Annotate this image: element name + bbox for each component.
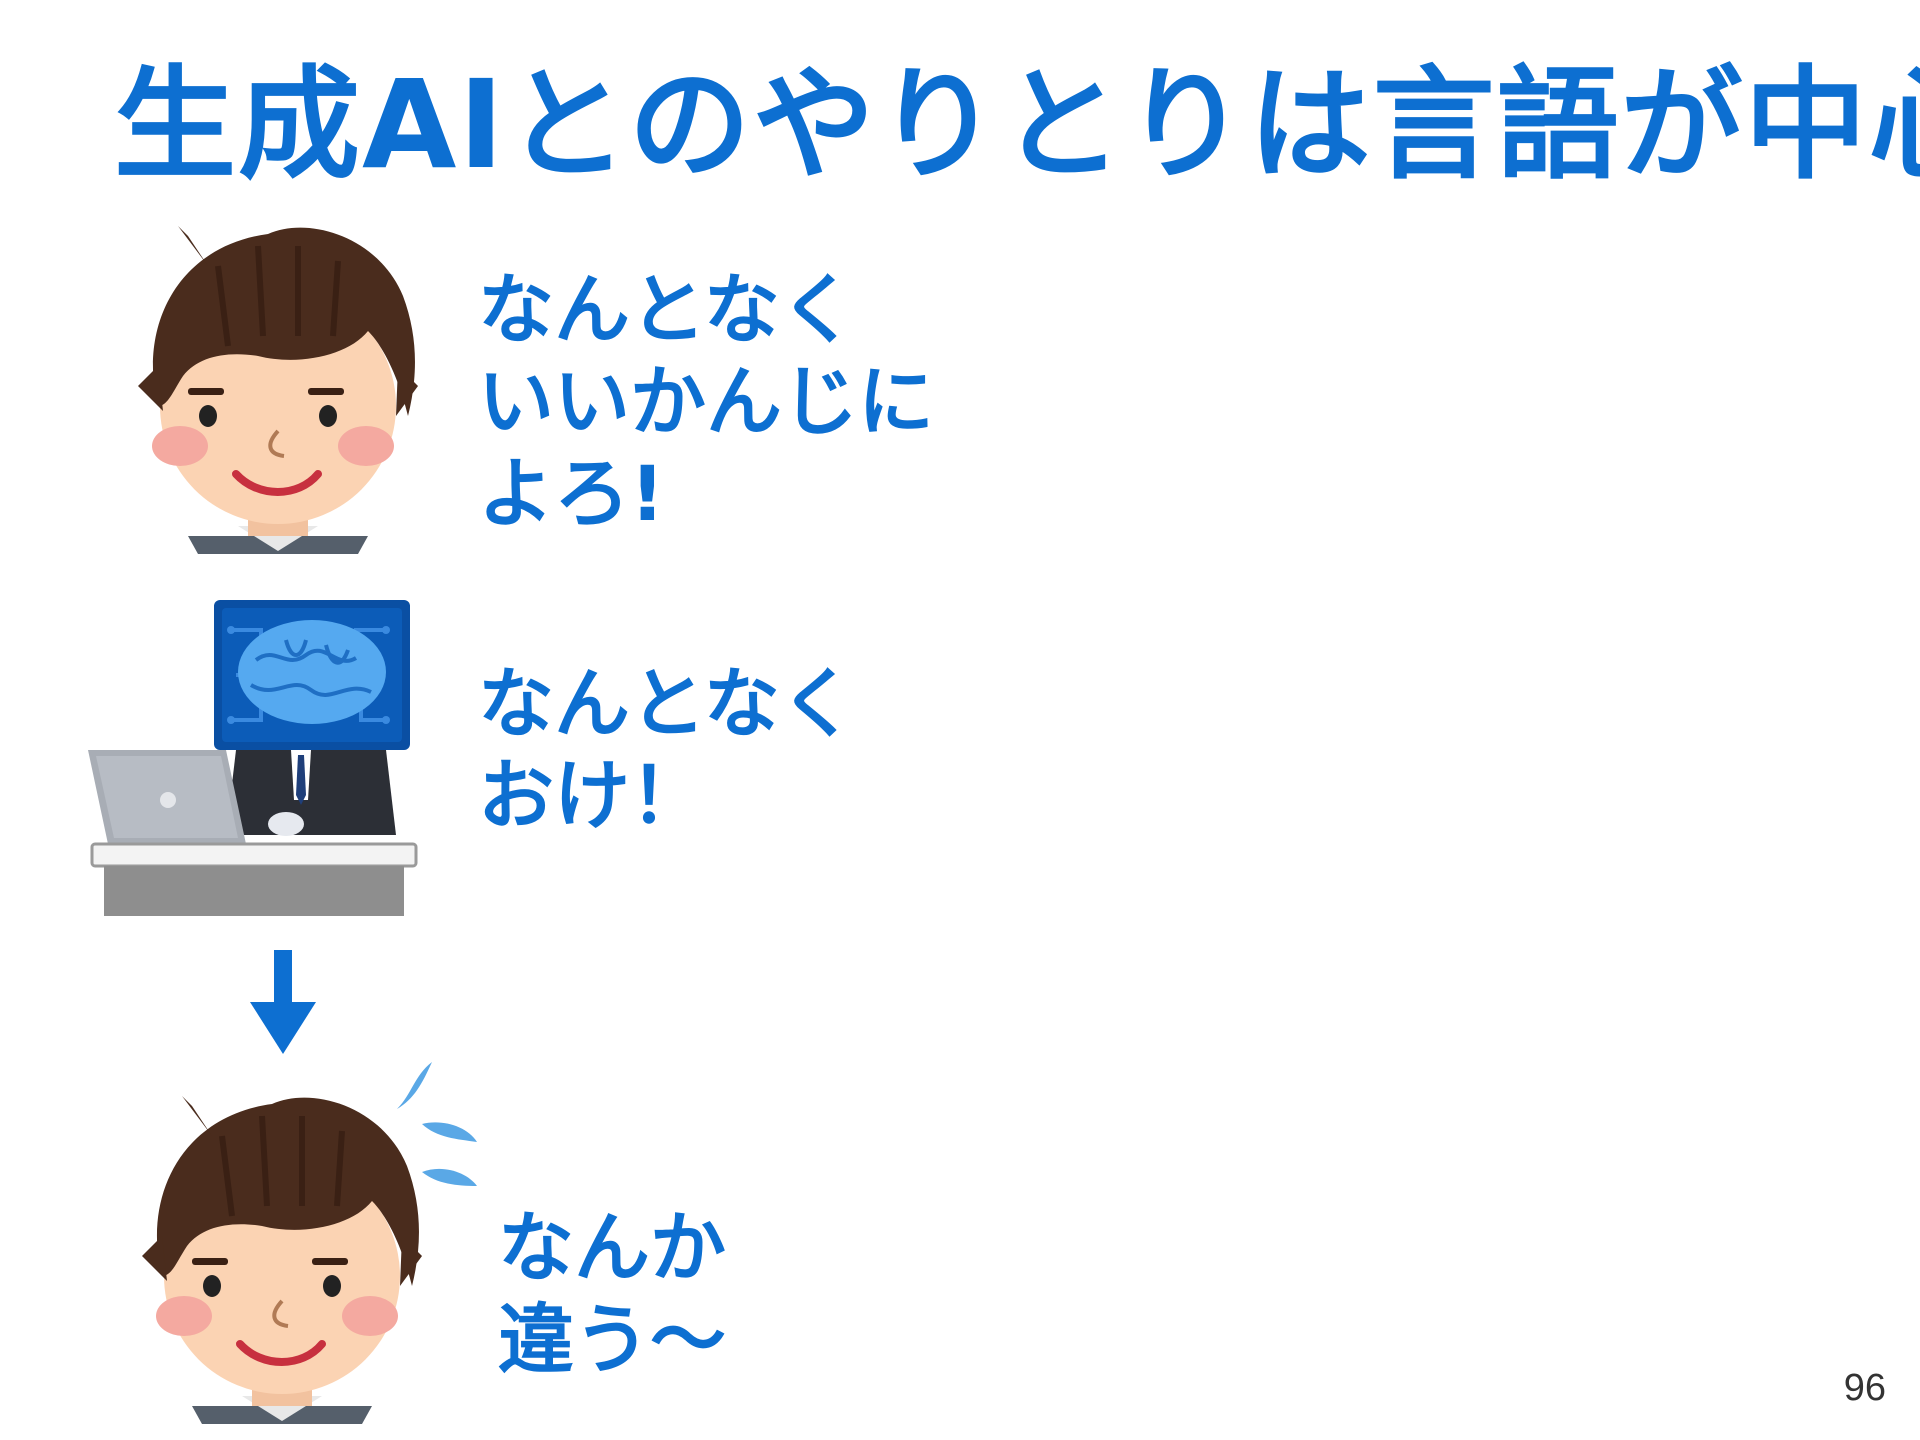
arrow-down-icon [250,950,316,1054]
speech-line: なんとなく [478,265,856,354]
speech-line: 違う～ [498,1295,726,1384]
user-reaction-speech: なんか 違う～ [498,1202,726,1386]
speech-line: いいかんじに [478,357,934,446]
slide-title: 生成AIとのやりとりは言語が中心 [114,54,1920,196]
speech-line: おけ！ [478,751,706,840]
sweating-man-icon [142,1062,477,1424]
speech-line: よろ! [478,449,665,538]
speech-line: なんとなく [478,659,856,748]
user-request-speech: なんとなく いいかんじに よろ! [478,264,934,540]
smiling-man-icon [138,226,418,554]
page-number: 96 [1843,1367,1886,1409]
speech-line: なんか [498,1203,726,1292]
ai-brain-monitor-icon [88,600,418,916]
ai-reply-speech: なんとなく おけ！ [478,658,856,842]
